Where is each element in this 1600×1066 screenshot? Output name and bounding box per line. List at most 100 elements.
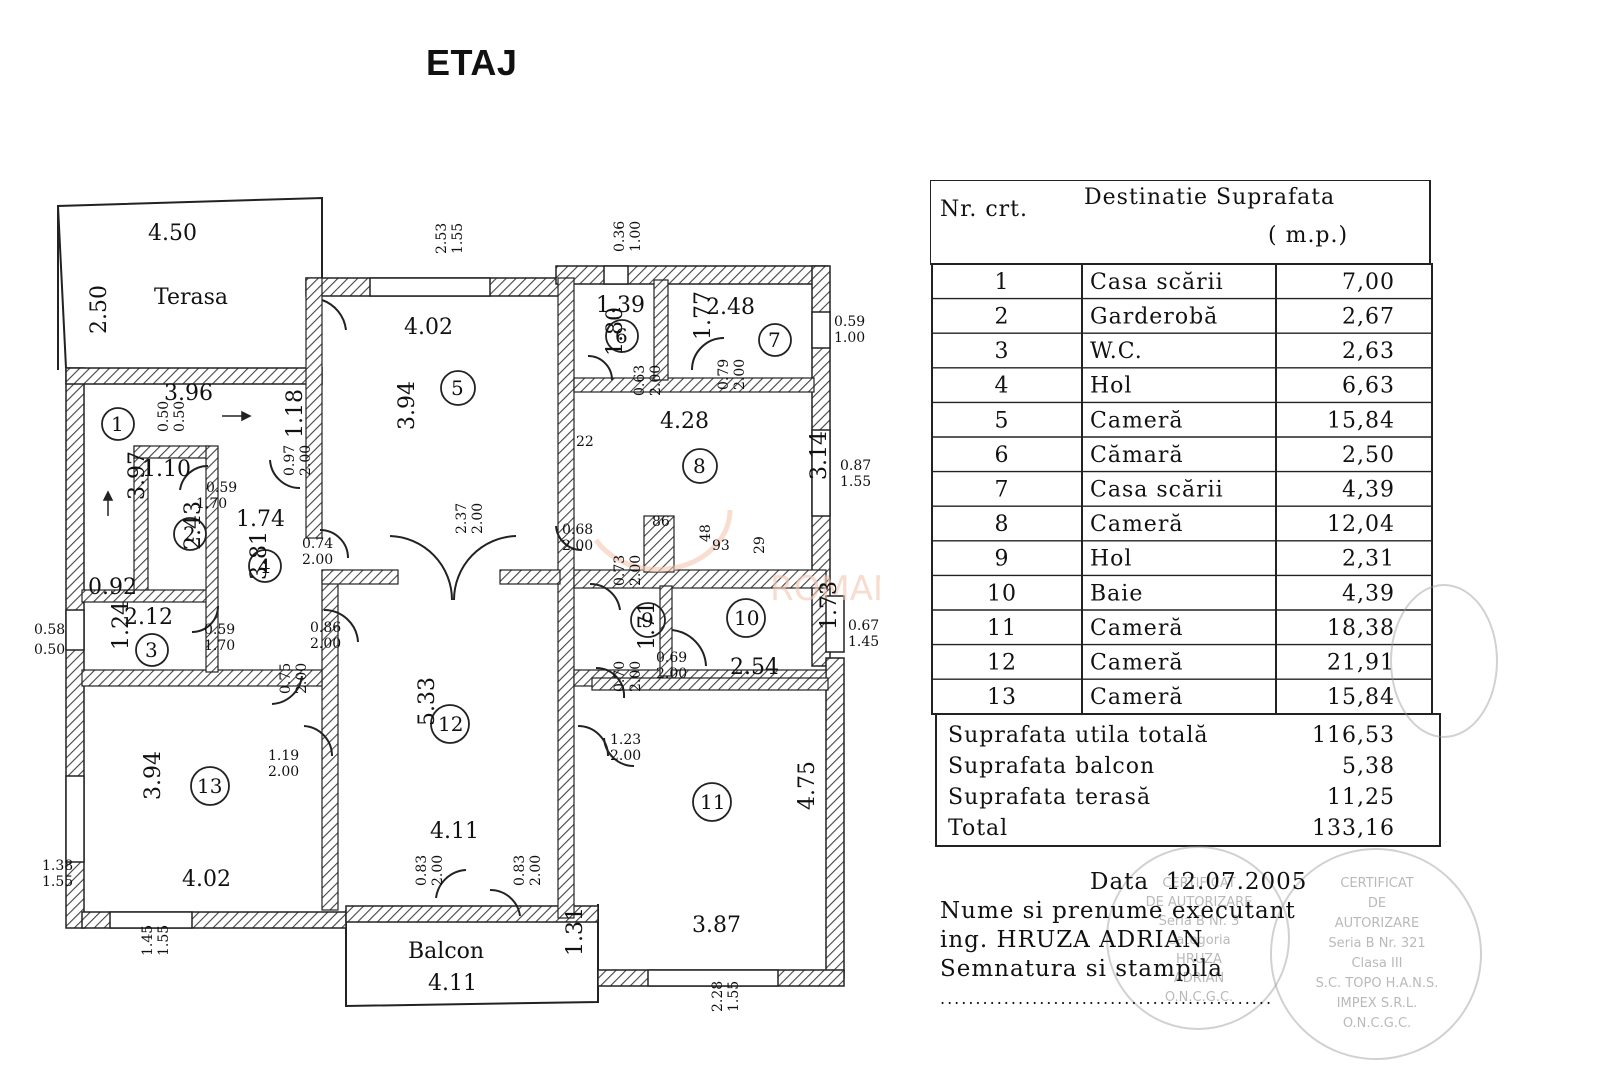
room-13-dim-d: 2.00 — [294, 663, 310, 694]
table-cell-nr: 6 — [995, 443, 1010, 468]
table-cell-destination: Cameră — [1090, 616, 1183, 641]
room-11-number: 11 — [700, 790, 725, 814]
room-11-dim-b: 4.75 — [795, 761, 820, 810]
table-cell-nr: 3 — [995, 339, 1010, 364]
room-8-dim-b: 3.14 — [807, 431, 832, 480]
room-5-dim-b: 3.94 — [395, 381, 420, 430]
table-cell-destination: W.C. — [1090, 339, 1143, 364]
room-7-dim-f: 2.00 — [732, 359, 748, 390]
room-6-dim-a: 1.39 — [596, 293, 645, 318]
room-11-dim-c: 1.23 — [610, 732, 641, 748]
room-12-dim-d: 2.00 — [470, 503, 486, 534]
total-label: Suprafata utila totală — [948, 723, 1209, 748]
cadastre-seal — [1390, 584, 1498, 738]
room-13-dim-e: 1.38 — [42, 858, 73, 874]
room-4-dim-a: 1.74 — [236, 507, 285, 532]
table-cell-area: 2,50 — [1342, 443, 1395, 468]
table-cell-nr: 5 — [995, 408, 1010, 433]
total-value: 5,38 — [1342, 754, 1395, 779]
table-cell-area: 2,67 — [1342, 305, 1395, 330]
room-12-dim-j: 2.00 — [528, 855, 544, 886]
total-value: 116,53 — [1312, 723, 1395, 748]
room-4-dim-f: 2.00 — [302, 552, 333, 568]
room-2-dim-c: 0.59 — [206, 480, 237, 496]
total-value: 133,16 — [1312, 816, 1395, 841]
table-cell-area: 15,84 — [1327, 685, 1395, 710]
room-13-number: 13 — [197, 774, 222, 798]
executant-name: ing. HRUZA ADRIAN — [940, 927, 1204, 953]
room-4-dim-h: 2.00 — [310, 636, 341, 652]
room-12-number: 12 — [438, 712, 463, 736]
floor-plan: ROMANIA 4.50 Terasa 2.50 1 3.96 3.97 1.1… — [34, 196, 880, 1012]
room-4-dim-b: 3.81 — [247, 531, 272, 580]
room-1-dim-d: 0.50 — [156, 401, 172, 432]
page-title: ETAJ — [426, 42, 518, 83]
room-11-dim-e: 2.28 — [710, 981, 726, 1012]
room-2-dim-a: 1.10 — [142, 457, 191, 482]
room-3-dim-f: 0.58 — [34, 622, 65, 638]
room-2-dim-d: 1.70 — [196, 496, 227, 512]
total-label: Suprafata balcon — [948, 754, 1155, 779]
room-6-dim-f: 2.00 — [648, 365, 664, 396]
room-12-dim-i: 0.83 — [512, 855, 528, 886]
table-cell-destination: Hol — [1090, 374, 1132, 399]
room-8-dim-c: 0.87 — [840, 458, 871, 474]
stair-arrows — [102, 410, 252, 516]
room-10-dim-f: 1.45 — [848, 634, 879, 650]
table-cell-destination: Cameră — [1090, 651, 1183, 676]
room-9-dim-b: 0.73 — [612, 555, 628, 586]
table-cell-nr: 8 — [995, 512, 1010, 537]
table-cell-nr: 10 — [987, 581, 1017, 606]
table-cell-destination: Casa scării — [1090, 270, 1224, 295]
date-value: 12.07.2005 — [1165, 869, 1308, 895]
room-10-dim-b: 1.73 — [817, 581, 842, 630]
table-cell-nr: 9 — [995, 547, 1010, 572]
room-6-dim-d: 1.00 — [628, 221, 644, 252]
table-cell-area: 2,63 — [1342, 339, 1395, 364]
table-cell-area: 18,38 — [1327, 616, 1395, 641]
room-7-dim-b: 1.77 — [691, 291, 716, 340]
room-13-dim-b: 3.94 — [141, 751, 166, 800]
room-7-dim-a: 2.48 — [706, 295, 755, 320]
room-3-dim-c: 0.92 — [88, 575, 137, 600]
executant-label: Nume si prenume executant — [940, 898, 1296, 924]
room-3-number: 3 — [145, 638, 158, 662]
room-8-dim-e: 22 — [576, 434, 594, 450]
table-row-lines — [932, 297, 1432, 680]
room-12-dim-c: 2.37 — [454, 503, 470, 534]
room-7-dim-c: 0.59 — [834, 314, 865, 330]
table-cell-destination: Casa scării — [1090, 478, 1224, 503]
room-12-dim-a: 4.11 — [430, 819, 479, 844]
windows — [65, 265, 845, 987]
table-header-dest: Destinatie Suprafata — [1084, 185, 1335, 210]
room-9-dim-c: 2.00 — [628, 555, 644, 586]
total-label: Suprafata terasă — [948, 785, 1151, 810]
room-3-dim-a: 2.12 — [124, 605, 173, 630]
table-cell-destination: Cameră — [1090, 512, 1183, 537]
room-10-dim-d: 2.00 — [656, 666, 687, 682]
balcony-width: 4.11 — [428, 971, 477, 996]
room-13-dim-f: 1.55 — [42, 874, 73, 890]
room-11-dim-d: 2.00 — [610, 748, 641, 764]
watermark: ROMANIA — [593, 509, 880, 609]
door-swings — [179, 299, 725, 917]
room-5-number: 5 — [451, 376, 464, 400]
room-13-dim-g: 1.45 — [140, 925, 156, 956]
terrace-width: 4.50 — [148, 221, 197, 246]
room-12-dim-f: 2.00 — [268, 764, 299, 780]
table-cell-area: 2,31 — [1342, 547, 1395, 572]
terrace-height: 2.50 — [87, 285, 112, 334]
total-label: Total — [948, 816, 1008, 841]
room-7-number: 7 — [768, 328, 781, 352]
balcony-outline — [345, 904, 599, 1008]
room-8-number: 8 — [693, 454, 706, 478]
room-1-dim-e: 0.50 — [172, 401, 188, 432]
table-cell-nr: 12 — [987, 651, 1017, 676]
table-cell-destination: Cameră — [1090, 685, 1183, 710]
balcony-name: Balcon — [408, 939, 484, 964]
table-cell-nr: 13 — [987, 685, 1017, 710]
